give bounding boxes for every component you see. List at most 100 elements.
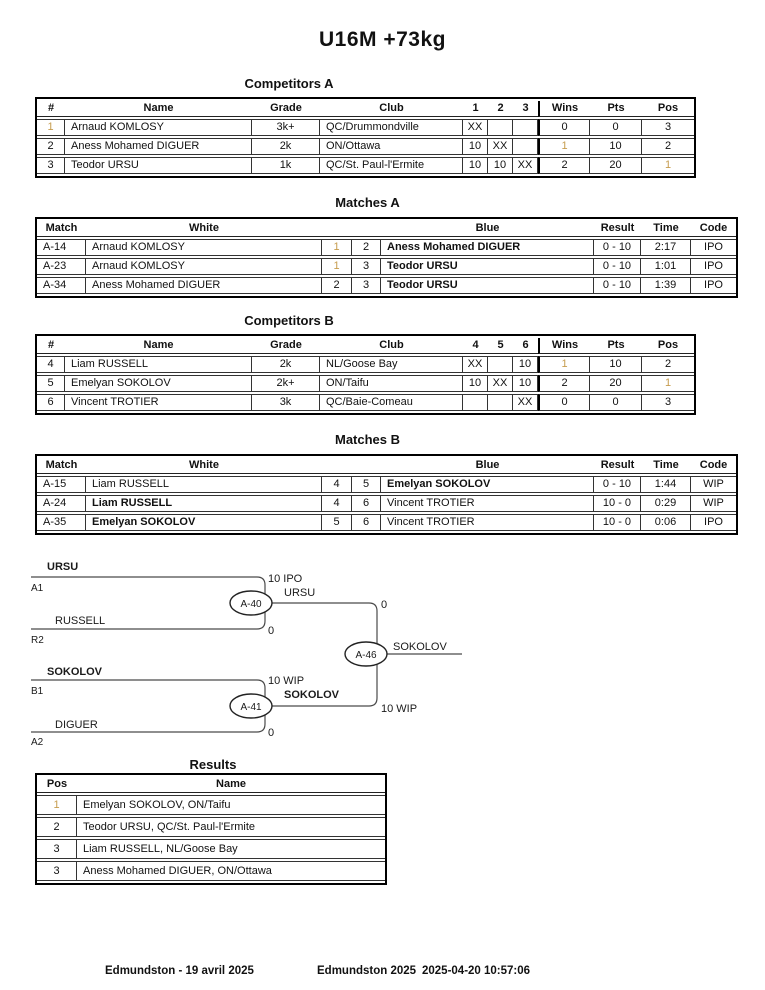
cell-white: Arnaud KOMLOSY: [86, 258, 322, 275]
cell-code: IPO: [691, 258, 736, 275]
competitors-a-heading: Competitors A: [244, 76, 334, 91]
final-node-label: A-46: [355, 650, 377, 661]
cell-result: 0 - 10: [594, 258, 641, 275]
cell-club: ON/Taifu: [320, 375, 463, 392]
cell-g1: XX: [463, 119, 488, 136]
cell-wn: 1: [322, 258, 352, 275]
cell-code: IPO: [691, 514, 736, 531]
col-white: White: [86, 458, 322, 474]
cell-wn: 4: [322, 476, 352, 493]
cell-grade: 2k: [252, 138, 320, 155]
cell-name: Emelyan SOKOLOV, ON/Taifu: [77, 795, 385, 815]
col-match: Match: [37, 458, 86, 474]
cell-g2: 10: [488, 157, 513, 174]
final-bottom-score: 10 WIP: [381, 703, 417, 715]
cell-num: 5: [37, 375, 65, 392]
col-name: Name: [65, 338, 252, 354]
cell-blue: Aness Mohamed DIGUER: [381, 239, 594, 256]
sf1-top-name: URSU: [47, 561, 78, 573]
cell-bn: 2: [352, 239, 381, 256]
sf1-winner-name: URSU: [284, 587, 315, 599]
cell-g2: XX: [488, 138, 513, 155]
footer-timestamp: 2025-04-20 10:57:06: [422, 965, 531, 977]
cell-pts: 20: [590, 375, 642, 392]
matches-a-heading: Matches A: [335, 195, 400, 210]
cell-pos: 1: [642, 375, 694, 392]
elimination-bracket: URSU A1 RUSSELL R2 10 IPO URSU A-40 0 SO…: [31, 561, 462, 748]
cell-result: 0 - 10: [594, 476, 641, 493]
cell-bn: 3: [352, 258, 381, 275]
cell-name: Vincent TROTIER: [65, 394, 252, 411]
col-time: Time: [641, 458, 691, 474]
col-white: White: [86, 221, 322, 237]
match-node-a41: [229, 693, 273, 719]
col-grade: Grade: [252, 101, 320, 117]
cell-white: Liam RUSSELL: [86, 495, 322, 512]
cell-pos: 1: [37, 795, 77, 815]
cell-code: WIP: [691, 476, 736, 493]
table-row: 2 Aness Mohamed DIGUER 2k ON/Ottawa 10 X…: [37, 138, 694, 155]
cell-result: 0 - 10: [594, 239, 641, 256]
col-name: Name: [77, 777, 385, 793]
col-club: Club: [320, 338, 463, 354]
col-num: #: [37, 101, 65, 117]
table-row: 5 Emelyan SOKOLOV 2k+ ON/Taifu 10 XX 10 …: [37, 375, 694, 392]
cell-num: 3: [37, 157, 65, 174]
table-row: A-35 Emelyan SOKOLOV 5 6 Vincent TROTIER…: [37, 514, 736, 531]
cell-time: 0:06: [641, 514, 691, 531]
cell-g3: [513, 119, 538, 136]
cell-pts: 0: [590, 394, 642, 411]
col-g1: 1: [463, 101, 488, 117]
header-row: Pos Name: [37, 777, 385, 793]
matches-b-table: Match White Blue Result Time Code A-15 L…: [35, 454, 738, 535]
cell-g2: [488, 394, 513, 411]
header-row: # Name Grade Club 4 5 6 Wins Pts Pos: [37, 338, 694, 354]
table-row: 3 Teodor URSU 1k QC/St. Paul-l'Ermite 10…: [37, 157, 694, 174]
cell-bn: 6: [352, 514, 381, 531]
sf2-top-score: 10 WIP: [268, 675, 304, 687]
cell-pos: 3: [37, 861, 77, 881]
table-row: 4 Liam RUSSELL 2k NL/Goose Bay XX 10 1 1…: [37, 356, 694, 373]
sf1-node-label: A-40: [240, 599, 262, 610]
cell-match-id: A-23: [37, 258, 86, 275]
col-result: Result: [594, 458, 641, 474]
cell-time: 1:01: [641, 258, 691, 275]
cell-match-id: A-24: [37, 495, 86, 512]
col-match: Match: [37, 221, 86, 237]
cell-wins: 2: [538, 157, 590, 174]
cell-g2: [488, 356, 513, 373]
table-row: 3 Liam RUSSELL, NL/Goose Bay: [37, 839, 385, 859]
cell-result: 10 - 0: [594, 495, 641, 512]
cell-pos: 2: [642, 356, 694, 373]
cell-g1: [463, 394, 488, 411]
col-club: Club: [320, 101, 463, 117]
cell-g2: XX: [488, 375, 513, 392]
footer-event-date: Edmundston - 19 avril 2025: [105, 965, 254, 977]
col-wn: [322, 221, 352, 237]
cell-time: 2:17: [641, 239, 691, 256]
cell-match-id: A-15: [37, 476, 86, 493]
cell-club: ON/Ottawa: [320, 138, 463, 155]
cell-g1: 10: [463, 375, 488, 392]
cell-club: NL/Goose Bay: [320, 356, 463, 373]
col-code: Code: [691, 458, 736, 474]
cell-name: Liam RUSSELL, NL/Goose Bay: [77, 839, 385, 859]
header-row: Match White Blue Result Time Code: [37, 221, 736, 237]
cell-name: Liam RUSSELL: [65, 356, 252, 373]
cell-name: Teodor URSU, QC/St. Paul-l'Ermite: [77, 817, 385, 837]
cell-pts: 20: [590, 157, 642, 174]
sf1-bottom-score: 0: [268, 625, 274, 637]
cell-g3: XX: [513, 157, 538, 174]
cell-match-id: A-35: [37, 514, 86, 531]
cell-match-id: A-34: [37, 277, 86, 294]
col-blue: Blue: [381, 221, 594, 237]
cell-blue: Vincent TROTIER: [381, 495, 594, 512]
col-result: Result: [594, 221, 641, 237]
cell-blue: Vincent TROTIER: [381, 514, 594, 531]
col-pos: Pos: [642, 338, 694, 354]
final-winner-name: SOKOLOV: [393, 641, 447, 653]
matches-a-table: Match White Blue Result Time Code A-14 A…: [35, 217, 738, 298]
cell-num: 1: [37, 119, 65, 136]
cell-white: Aness Mohamed DIGUER: [86, 277, 322, 294]
cell-grade: 2k: [252, 356, 320, 373]
